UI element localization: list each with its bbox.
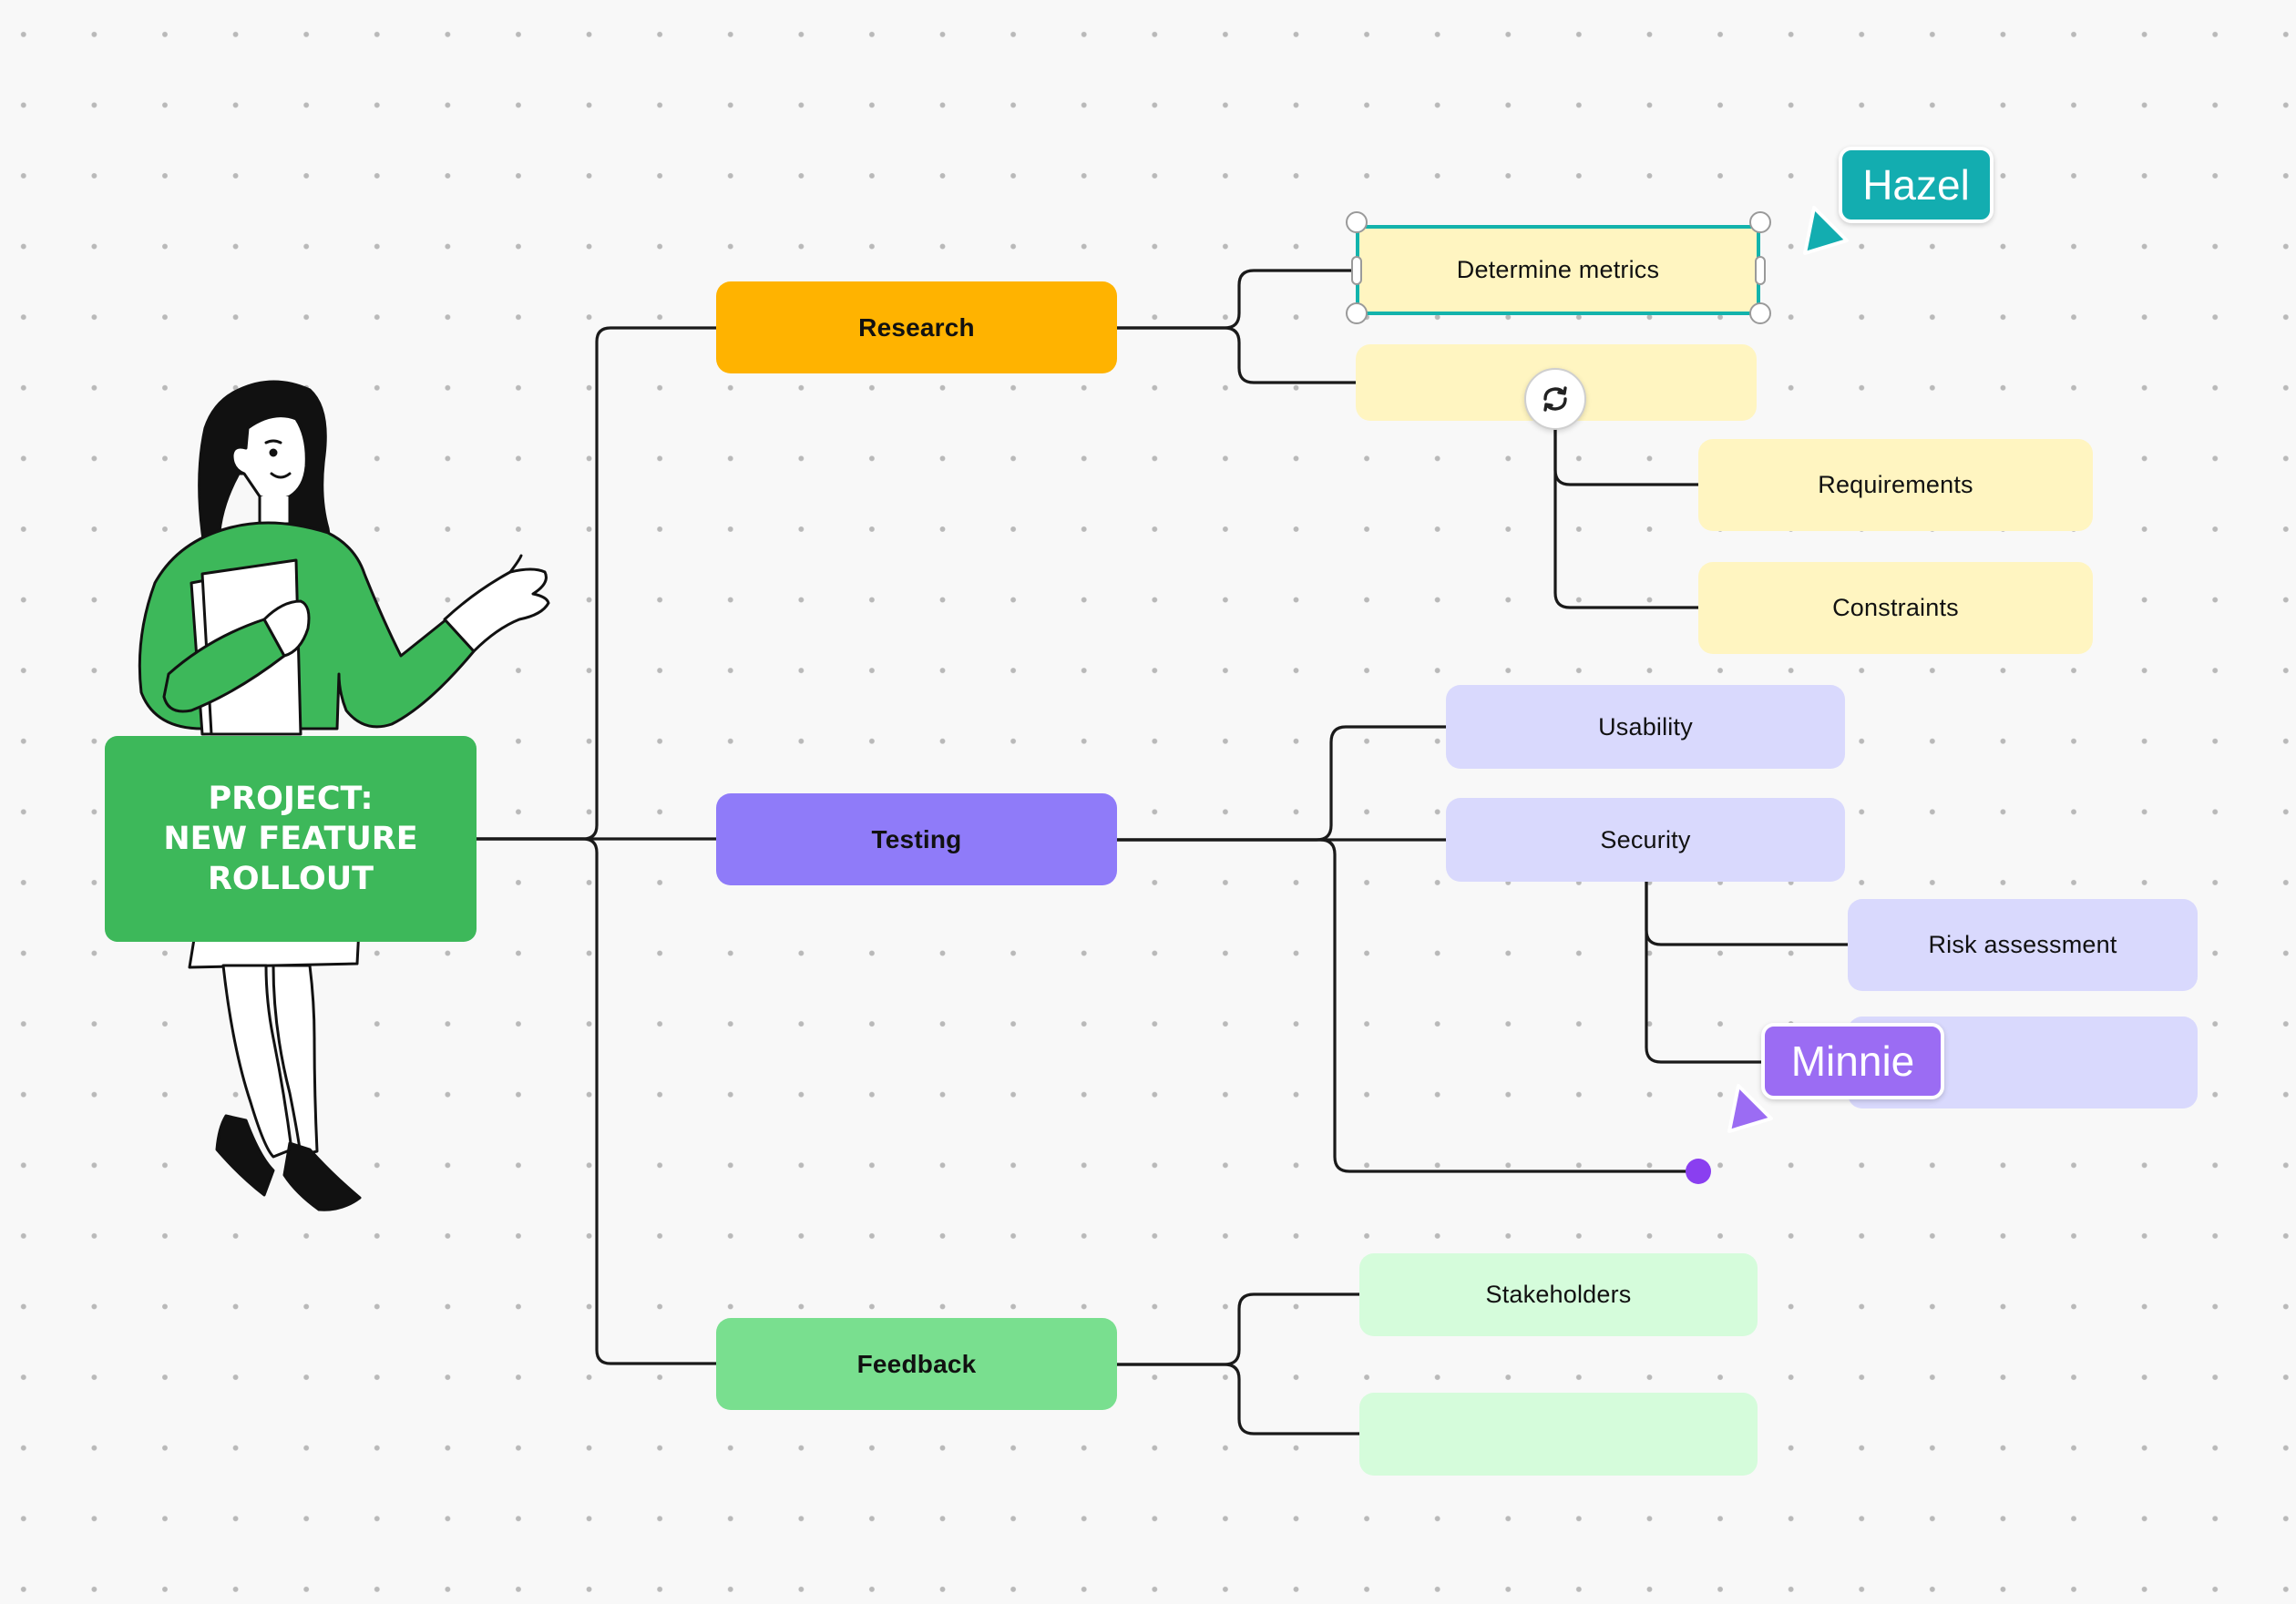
node-risk-assessment-label: Risk assessment [1928,931,2117,958]
branch-feedback-label: Feedback [856,1349,977,1378]
hazel-name: Hazel [1862,161,1970,209]
connector-testing-dangling [1114,838,1700,1173]
root-node[interactable]: PROJECT: NEW FEATURE ROLLOUT [105,736,477,942]
hazel-cursor-label: Hazel [1839,147,1994,223]
resize-handle-left[interactable] [1351,256,1362,285]
connector-feedback-stakeholders [1114,1292,1361,1366]
connector-feedback-empty [1114,1363,1361,1435]
connector-security-risk [1645,879,1850,946]
node-determine-metrics[interactable]: Determine metrics [1356,225,1760,315]
branch-testing-label: Testing [871,824,962,853]
node-feedback-empty[interactable] [1359,1393,1758,1476]
node-requirements[interactable]: Requirements [1698,439,2093,531]
node-determine-metrics-label: Determine metrics [1456,256,1660,283]
root-title-line-1: PROJECT: [208,781,374,817]
connector-root-feedback [475,837,718,1365]
connector-testing-usability [1114,725,1448,842]
node-risk-assessment[interactable]: Risk assessment [1848,899,2198,991]
resize-handle-right[interactable] [1755,256,1766,285]
branch-research[interactable]: Research [716,281,1117,373]
branch-testing[interactable]: Testing [716,793,1117,885]
resize-handle-bottom-right[interactable] [1749,302,1771,324]
connector-security-empty [1645,879,1850,1064]
node-stakeholders-label: Stakeholders [1485,1281,1632,1308]
root-title-line-3: ROLLOUT [207,861,374,897]
connector-research-empty [1114,326,1358,384]
connector-empty-constraints [1553,428,1700,609]
node-stakeholders[interactable]: Stakeholders [1359,1253,1758,1336]
node-security-label: Security [1600,825,1691,853]
node-usability[interactable]: Usability [1446,685,1845,769]
resize-handle-bottom-left[interactable] [1346,302,1368,324]
connector-endpoint-dot[interactable] [1686,1159,1711,1184]
connector-research-metrics [1114,269,1358,330]
resize-handle-top-left[interactable] [1346,211,1368,233]
swap-arrows-icon [1543,386,1567,412]
node-security[interactable]: Security [1446,798,1845,882]
swap-button[interactable] [1524,368,1586,430]
branch-research-label: Research [858,312,975,342]
minnie-cursor-icon [1727,1084,1773,1133]
node-requirements-label: Requirements [1818,471,1973,498]
minnie-cursor-label: Minnie [1761,1023,1944,1099]
hazel-cursor-icon [1803,206,1849,255]
minnie-name: Minnie [1790,1037,1915,1085]
resize-handle-top-right[interactable] [1749,211,1771,233]
node-constraints-label: Constraints [1832,594,1959,621]
node-usability-label: Usability [1598,712,1693,741]
connector-empty-requirements [1553,428,1700,486]
root-title-line-2: NEW FEATURE [163,821,418,857]
branch-feedback[interactable]: Feedback [716,1318,1117,1410]
node-constraints[interactable]: Constraints [1698,562,2093,654]
